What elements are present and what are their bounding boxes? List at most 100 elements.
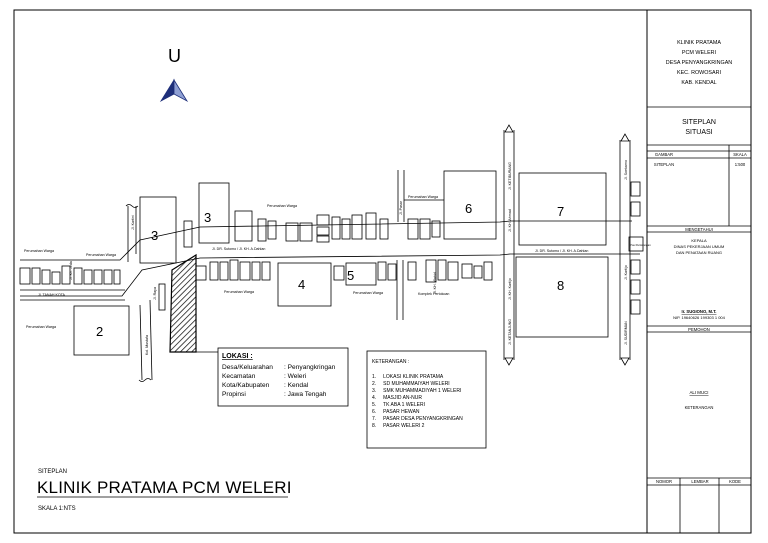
lokasi-value-3: : Jawa Tengah [284,391,327,398]
area-label-2: Perumahan Warga [86,253,116,257]
road-arrow-up [504,124,514,133]
road-south-vertical-right [149,299,153,381]
road-label-mid-north: Jl. Pasar [399,200,403,215]
break-line [138,378,152,382]
keterangan-item-1: 1. LOKASI KLINIK PRATAMA [372,374,444,380]
tb-official-nip: NIP. 19640626 199303 1 004 [673,315,726,320]
tb-header-line-1: KLINIK PRATAMA [677,40,721,46]
building-small-east [630,181,641,197]
keterangan-item-5: 5. TK ABA 1 WELERI [372,402,425,408]
tb-kode: KODE [729,479,741,484]
tb-skala-value: 1:500 [735,162,746,167]
area-label-4: Perumahan Warga [408,195,438,199]
lokasi-value-1: : Weleri [284,373,307,380]
tb-kepala-1: KEPALA [691,238,707,243]
label-3-right: 3 [204,210,211,225]
keterangan-item-3: 3. SMK MUHAMMADIYAH 1 WELERI [372,388,461,394]
break-line [125,204,139,208]
label-8: 8 [557,278,564,293]
lokasi-title: LOKASI : [222,353,253,360]
building-small-east [630,279,641,295]
building-small-east [630,201,641,217]
building-3-right [198,182,230,244]
north-arrow-icon [159,78,189,103]
building-7 [518,172,607,246]
area-label-pos: Pos Pertolongan [630,243,651,247]
road-label-raya: Jl. Raya [153,287,157,300]
drawing-title: SITEPLAN KLINIK PRATAMA PCM WELERI SKALA… [37,469,292,512]
tb-kepala-2: DINAS PEKERJAAN UMUM [674,244,725,249]
building-4 [277,262,332,307]
skala-label: SKALA 1:NTS [38,506,76,512]
title-block-text: KLINIK PRATAMA PCM WELERI DESA PENYANGKR… [654,40,747,484]
label-7: 7 [557,204,564,219]
road-label-kol-mustafa: Kol. Mustafa [145,335,149,355]
tb-kepala-3: DAN PENATAAN RUANG [676,250,722,255]
area-label-pertokoan: Komplek Pertokoan [418,292,449,296]
area-label-1: Perumahan Warga [24,249,54,253]
label-3-left: 3 [151,228,158,243]
road-label-east2-top: Jl. Soekarno [624,160,628,180]
building-small-east [630,299,641,315]
houses-north-row [234,210,441,243]
tb-nomor: NOMOR [656,479,672,484]
building-8 [515,256,609,338]
tb-header-line-5: KAB. KENDAL [681,80,716,86]
tb-applicant: ALI MUCI [689,390,708,395]
lokasi-value-0: : Penyangkringan [284,364,336,371]
road-label-east1-low: Jl. KH. Kartijo [508,278,512,300]
sheet-border [13,9,752,534]
area-label-6: Perumahan Warga [353,291,383,295]
lokasi-label-2: Kota/Kabupaten [222,382,270,389]
title-block [647,106,751,533]
road-label-tanah-kota: Jl. TANAH KOTA [38,293,66,297]
keterangan-item-6: 6. PASAR HEWAN [372,409,420,415]
tb-official-name: Ir. SUGIONO, M.T. [682,309,717,314]
tb-keterangan: KETERANGAN [685,405,714,410]
tb-pemohon: PEMOHON [688,327,710,332]
road-main-south-edge [20,253,640,297]
houses-south-row [195,259,493,283]
road-label-sutomo-east: Jl. DR. Sutomo / Jl. KH. A.Dahlan [535,249,588,253]
lokasi-label-0: Desa/Keluarahan [222,364,273,371]
area-label-3: Perumahan Warga [267,204,297,208]
road-label-kh-jirda: Jl. Kh. Jirda [69,261,73,280]
tb-header-line-3: DESA PENYANGKRINGAN [666,60,733,66]
label-4: 4 [298,277,305,292]
map-small-labels: Jl. DR. Sutomo / Jl. KH. A.Dahlan Jl. DR… [24,160,651,355]
lokasi-value-2: : Kendal [284,382,309,389]
tb-skala-label: SKALA [733,152,747,157]
tb-header-line-2: PCM WELERI [682,50,716,56]
tb-drawing-title-2: SITUASI [685,129,712,136]
road-label-east1-top: Jl. KETIBURANG [508,162,512,190]
building-2 [73,305,130,356]
road-label-east1-mid: Jl. KH. Ahmad [508,209,512,232]
pos-box [628,236,644,252]
road-arrow-down [620,357,630,366]
map-number-labels: 2 3 3 4 5 6 7 8 [96,201,564,339]
tb-mengetahui: MENGETAHUI [685,227,713,232]
road-south-vertical-left [139,304,143,381]
road-label-east2-bot: Jl. SUDIRMAN [624,321,628,345]
road-label-sutomo-west: Jl. DR. Sutomo / Jl. KH. A.Dahlan [212,247,265,251]
siteplan-label: SITEPLAN [38,469,67,475]
label-5: 5 [347,268,354,283]
site-klinik-pratama [169,253,197,353]
main-title: KLINIK PRATAMA PCM WELERI [37,478,292,497]
tb-header-line-4: KEC. ROWOSARI [677,70,721,76]
tb-gambar-value: SITEPLAN [654,162,674,167]
label-6: 6 [465,201,472,216]
building-5 [345,262,377,286]
building-small-east [630,259,641,275]
north-label: U [168,46,181,66]
label-2: 2 [96,324,103,339]
building-small [158,283,166,311]
tb-drawing-title-1: SITEPLAN [682,119,716,126]
road-label-east1-bot: Jl. KETANJUNG [508,319,512,345]
houses-west [19,265,121,285]
tb-gambar-label: GAMBAR [655,152,673,157]
keterangan-box: KETERANGAN : 1. LOKASI KLINIK PRATAMA 2.… [366,350,487,449]
building-3-left [139,196,177,264]
lokasi-label-3: Propinsi [222,391,246,398]
